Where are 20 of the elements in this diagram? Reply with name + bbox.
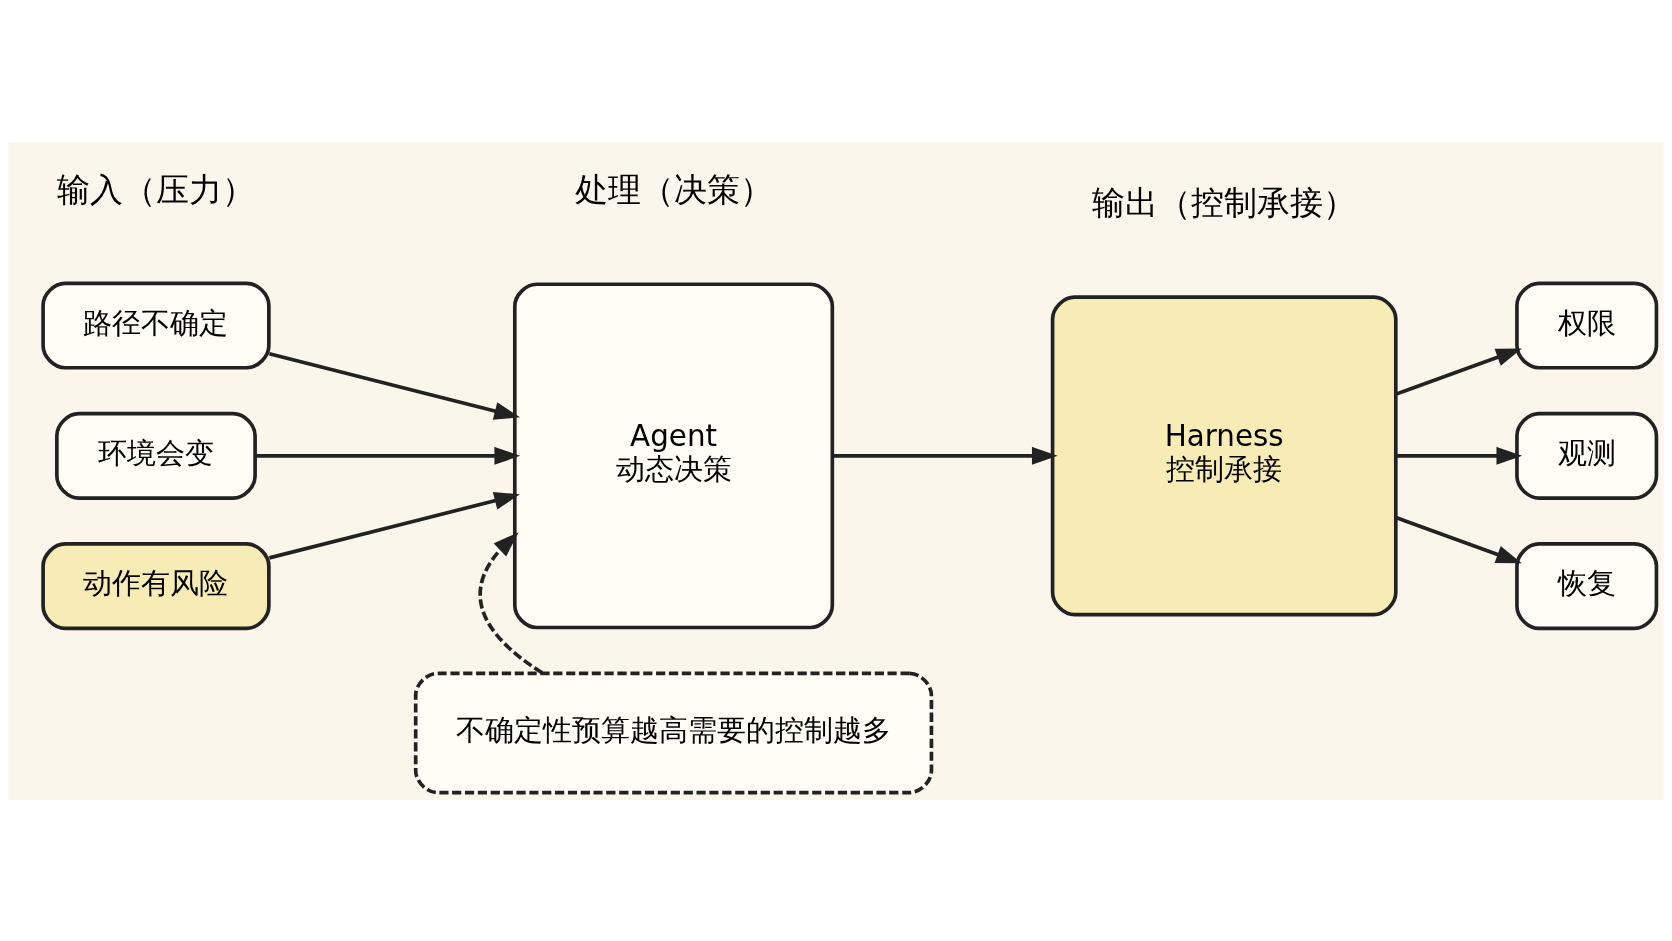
arrow [268, 491, 520, 560]
arrow [1395, 515, 1522, 563]
arrow [268, 351, 520, 420]
node-box: Agent 动态决策 [512, 281, 835, 629]
arrow [1395, 347, 1522, 396]
node-box: 不确定性预算越高需要的控制越多 [413, 671, 934, 794]
arrow [255, 446, 521, 465]
arrow [1396, 446, 1523, 465]
node-box: 观测 [1515, 411, 1659, 500]
node-box: Harness 控制承接 [1050, 294, 1398, 616]
arrow [832, 446, 1058, 465]
arrow [478, 531, 544, 674]
label: 输入（压力） [56, 169, 255, 209]
node-box: 恢复 [1515, 541, 1659, 630]
label: 处理（决策） [574, 169, 773, 209]
node-box: 环境会变 [55, 411, 257, 500]
node-box: 权限 [1515, 281, 1659, 370]
node-box: 动作有风险 [41, 541, 271, 630]
label: 输出（控制承接） [1092, 182, 1357, 222]
node-box: 路径不确定 [41, 281, 271, 370]
